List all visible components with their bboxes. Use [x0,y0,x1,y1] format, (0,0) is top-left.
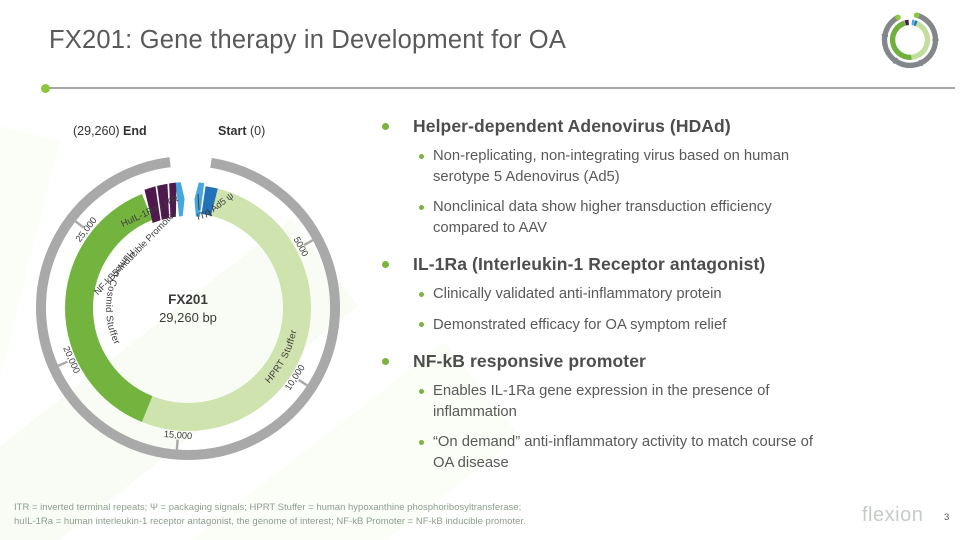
sub-bullet-text: Demonstrated efficacy for OA symptom rel… [433,316,727,333]
sub-bullet: “On demand” anti-inflammatory activity t… [372,432,938,473]
sub-bullet-text: Nonclinical data show higher transductio… [433,199,772,236]
flexion-logo: flexion [862,504,924,526]
sub-bullet: Clinically validated anti-inflammatory p… [372,284,938,305]
svg-text:15,000: 15,000 [163,429,192,441]
svg-text:ITR: ITR [196,208,213,222]
header-divider-dot [41,83,50,93]
bullet-icon [419,322,424,327]
sub-bullet-text: Clinically validated anti-inflammatory p… [433,286,722,302]
bullet-heading: Helper-dependent Adenovirus (HDAd) [413,116,731,136]
sub-bullet-text: Non-replicating, non-integrating virus b… [433,148,790,185]
bullet-icon [382,122,389,130]
sub-bullet: Nonclinical data show higher transductio… [372,197,938,238]
bullet-icon [419,204,424,210]
sub-bullet: Enables IL-1Ra gene expression in the pr… [372,381,938,422]
bullet-heading-row: Helper-dependent Adenovirus (HDAd) [372,114,938,138]
section-hdad: Helper-dependent Adenovirus (HDAd) Non-r… [372,114,938,238]
section-il1ra: IL-1Ra (Interleukin-1 Receptor antagonis… [372,252,938,335]
page-title: FX201: Gene therapy in Development for O… [49,26,567,54]
bullet-icon [419,153,424,159]
bullet-heading: NF-kB responsive promoter [413,351,646,371]
bullet-icon [419,291,424,297]
bullet-heading: IL-1Ra (Interleukin-1 Receptor antagonis… [413,254,766,274]
plasmid-ring-icon [881,12,939,68]
footnote-line1: ITR = inverted terminal repeats; Ψ = pac… [14,502,522,513]
plasmid-start-label: Start (0) [218,124,266,138]
svg-text:29,260 bp: 29,260 bp [159,310,217,325]
sub-bullet: Non-replicating, non-integrating virus b… [372,146,938,187]
sub-bullet: Demonstrated efficacy for OA symptom rel… [372,315,938,336]
bullet-icon [419,388,424,394]
sub-bullet-text: “On demand” anti-inflammatory activity t… [433,434,813,471]
header-divider [45,87,955,89]
bullet-heading-row: IL-1Ra (Interleukin-1 Receptor antagonis… [372,252,938,276]
footnote-line2: huIL-1Ra = human interleukin-1 receptor … [14,515,526,527]
sub-bullet-text: Enables IL-1Ra gene expression in the pr… [433,383,770,420]
footnote: ITR = inverted terminal repeats; Ψ = pac… [14,501,526,528]
bullet-icon [419,439,424,445]
bullet-content: Helper-dependent Adenovirus (HDAd) Non-r… [372,111,938,473]
page-number: 3 [944,512,950,523]
svg-text:FX201: FX201 [168,292,208,307]
bullet-icon [382,357,389,365]
bullet-icon [382,260,389,268]
bullet-heading-row: NF-kB responsive promoter [372,349,938,373]
section-nfkb: NF-kB responsive promoter Enables IL-1Ra… [372,349,938,473]
plasmid-end-label: (29,260) End [73,124,147,138]
